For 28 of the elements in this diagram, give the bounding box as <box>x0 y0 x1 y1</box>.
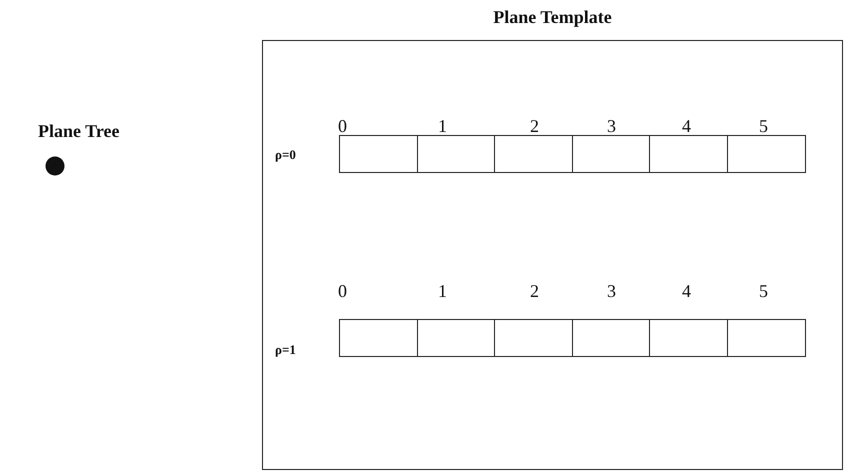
frame-title: Plane Template <box>492 8 613 26</box>
index-number: 1 <box>438 282 447 300</box>
index-number: 2 <box>530 117 539 135</box>
array-cell <box>726 135 806 173</box>
array-cell <box>572 319 650 357</box>
side-title: Plane Tree <box>38 122 120 140</box>
index-number: 0 <box>338 117 347 135</box>
array-cell <box>339 135 418 173</box>
index-number: 1 <box>438 117 447 135</box>
index-number: 2 <box>530 282 539 300</box>
row-label: ρ=0 <box>275 148 296 161</box>
array-cell <box>494 135 573 173</box>
array-cell <box>416 319 496 357</box>
array-cell <box>572 135 650 173</box>
array-cell <box>494 319 573 357</box>
index-number: 3 <box>607 282 616 300</box>
array-cell <box>649 135 728 173</box>
array-cell <box>649 319 728 357</box>
array-cell <box>726 319 806 357</box>
index-number: 0 <box>338 282 347 300</box>
index-number: 4 <box>682 117 691 135</box>
row-label: ρ=1 <box>275 343 296 356</box>
array-cell <box>339 319 418 357</box>
index-number: 5 <box>759 117 768 135</box>
index-number: 3 <box>607 117 616 135</box>
index-number: 5 <box>759 282 768 300</box>
array-cell <box>416 135 496 173</box>
index-number: 4 <box>682 282 691 300</box>
